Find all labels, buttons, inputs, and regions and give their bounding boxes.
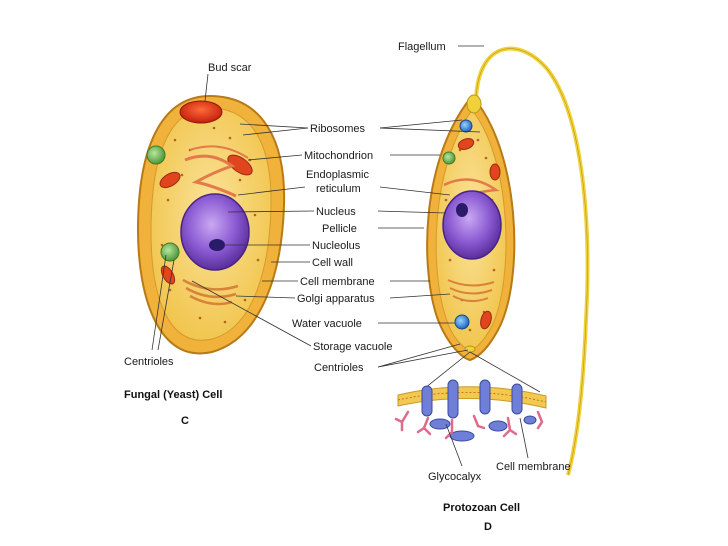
protozoan-centrioles bbox=[464, 345, 476, 353]
labels: Bud scar Flagellum Ribosomes Mitochondri… bbox=[124, 41, 571, 483]
label-nucleolus: Nucleolus bbox=[312, 240, 361, 252]
label-ribosomes: Ribosomes bbox=[310, 123, 366, 135]
protozoan-vesicle bbox=[459, 119, 473, 133]
yeast-ribosomes bbox=[160, 126, 260, 324]
leader-lines bbox=[151, 45, 529, 467]
yeast-nucleus bbox=[180, 193, 250, 271]
yeast-mitochondrion bbox=[227, 154, 253, 176]
caption-fungal-title: Fungal (Yeast) Cell bbox=[124, 389, 222, 401]
caption-fungal-letter: C bbox=[181, 415, 189, 427]
yeast-mitochondrion bbox=[160, 265, 176, 285]
label-reticulum: reticulum bbox=[316, 183, 361, 195]
label-cell-membrane: Cell membrane bbox=[300, 276, 375, 288]
label-endoplasmic: Endoplasmic bbox=[306, 169, 369, 181]
label-golgi-apparatus: Golgi apparatus bbox=[297, 293, 375, 305]
yeast-er bbox=[184, 154, 237, 198]
label-flagellum: Flagellum bbox=[398, 41, 446, 53]
yeast-centriole bbox=[160, 242, 180, 262]
glycocalyx-chains bbox=[394, 410, 544, 440]
label-nucleus: Nucleus bbox=[316, 206, 356, 218]
yeast-mitochondrion bbox=[159, 171, 181, 189]
protozoan-nucleus bbox=[442, 190, 502, 260]
bud-scar bbox=[179, 100, 223, 124]
yeast-er bbox=[189, 145, 249, 159]
water-vacuole bbox=[454, 314, 470, 330]
protozoan-mitochondrion bbox=[480, 310, 492, 330]
label-centrioles-right: Centrioles bbox=[314, 362, 364, 374]
yeast-vesicle bbox=[146, 145, 166, 165]
label-glycocalyx: Glycocalyx bbox=[428, 471, 482, 483]
caption-protozoan-letter: D bbox=[484, 521, 492, 533]
membrane-detail bbox=[394, 351, 547, 442]
label-storage-vacuole: Storage vacuole bbox=[313, 341, 393, 353]
protozoan-cell bbox=[426, 46, 590, 476]
label-cell-membrane-detail: Cell membrane bbox=[496, 461, 571, 473]
yeast-golgi bbox=[182, 278, 239, 306]
protozoan-mitochondrion bbox=[489, 163, 501, 181]
yeast-nucleolus bbox=[209, 239, 225, 251]
label-bud-scar: Bud scar bbox=[208, 62, 252, 74]
protozoan-vesicle bbox=[442, 151, 456, 165]
label-pellicle: Pellicle bbox=[322, 223, 357, 235]
membrane-proteins bbox=[421, 379, 537, 442]
protozoan-golgi bbox=[447, 279, 495, 302]
lipid-bilayer bbox=[397, 386, 547, 409]
basal-body bbox=[466, 94, 482, 114]
label-centrioles-left: Centrioles bbox=[124, 356, 174, 368]
protozoan-nucleolus bbox=[456, 203, 468, 217]
yeast-cell bbox=[136, 94, 286, 355]
protozoan-mitochondrion bbox=[457, 138, 475, 150]
caption-protozoan-title: Protozoan Cell bbox=[443, 502, 520, 514]
label-mitochondrion: Mitochondrion bbox=[304, 150, 373, 162]
label-water-vacuole: Water vacuole bbox=[292, 318, 362, 330]
captions: Fungal (Yeast) Cell C Protozoan Cell D bbox=[124, 389, 520, 533]
label-cell-wall: Cell wall bbox=[312, 257, 353, 269]
